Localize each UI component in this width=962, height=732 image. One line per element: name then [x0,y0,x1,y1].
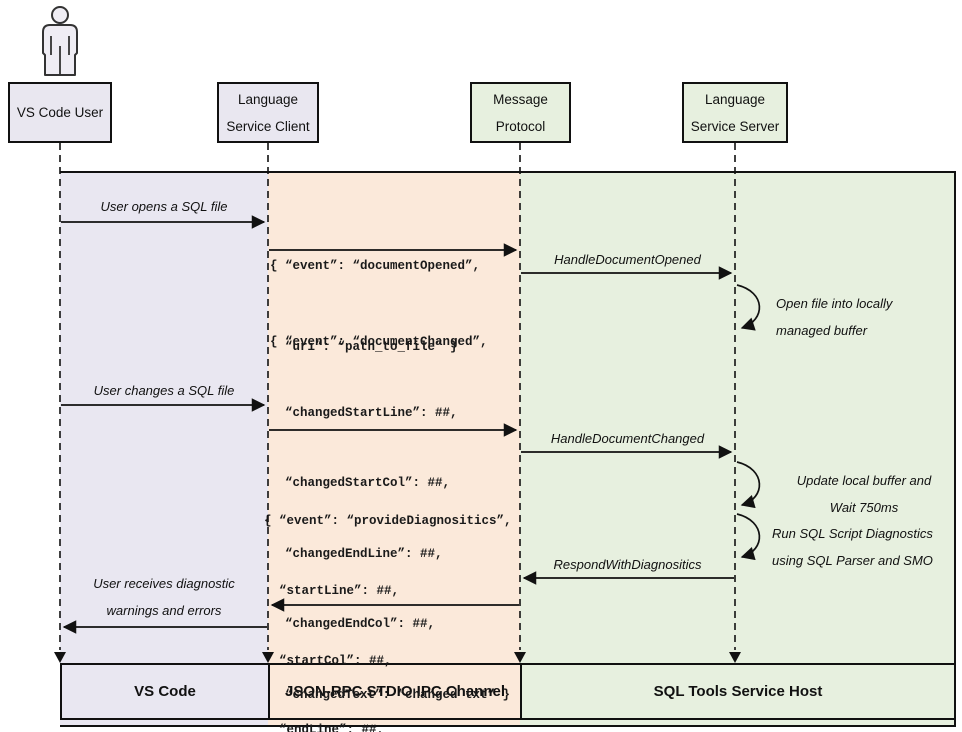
json-line: “startCol”: ##, [264,653,392,668]
lane-sql-tools-host [520,173,954,725]
user-actor-icon [42,6,78,76]
lane-vscode [60,173,268,725]
json-line: “endLine”: ##, [264,723,385,732]
json-line: “changedText”: “changed txt” } [270,687,511,702]
json-line: “changedEndCol”: ##, [270,617,436,631]
actor-label: Message [493,91,548,107]
footer-box-sql-tools-host: SQL Tools Service Host [520,663,956,720]
note-line: warnings and errors [106,603,222,618]
message-document-opened: { “event”: “documentOpened”, “uri”: “pat… [270,199,480,415]
note-line: Run SQL Script Diagnostics [772,526,933,541]
json-line: “startLine”: ##, [264,584,400,599]
label-handle-document-opened: HandleDocumentOpened [554,252,701,267]
footer-label-json-rpc-channel: JSON-RPC STDIO IPC Channel [284,683,506,700]
actor-label: Language [237,91,299,107]
message-document-changed: { “event”: “documentChanged”, “changedSt… [270,284,510,732]
json-line: “changedStartCol”: ##, [270,476,451,490]
json-line: “uri”: “path_to_file” } [270,340,458,354]
json-line: “changedEndLine”: ##, [270,546,443,561]
actor-label: Service Client [226,118,310,134]
actor-label: Service Server [690,118,780,134]
note-line: Wait 750ms [829,500,899,515]
note-line: User receives diagnostic [93,576,235,591]
json-line: { “event”: “documentOpened”, [270,259,481,273]
lane-json-rpc-channel [268,173,520,725]
note-run-sql-diagnostics: Run SQL Script Diagnostics using SQL Par… [772,520,933,574]
actor-label: Language [704,91,766,107]
swimlanes [60,171,956,727]
actor-label: VS Code User [16,105,104,120]
footer-box-vscode: VS Code [60,663,270,720]
note-update-buffer-wait: Update local buffer and Wait 750ms [768,467,960,521]
footer-label-sql-tools-host: SQL Tools Service Host [653,683,823,700]
note-line: managed buffer [776,323,868,338]
actor-label: Protocol [495,118,546,134]
note-open-file-into-buffer: Open file into locally managed buffer [776,290,892,344]
note-line: Update local buffer and [796,473,932,488]
message-provide-diagnostics: { “event”: “provideDiagnositics”, “start… [264,464,512,732]
json-line: { “event”: “provideDiagnositics”, [264,514,512,529]
json-line: “changedStartLine”: ##, [270,405,458,420]
note-line: Open file into locally [776,296,893,311]
json-line: { “event”: “documentChanged”, [270,335,488,349]
label-user-opens-sql-file: User opens a SQL file [100,199,228,214]
label-handle-document-changed: HandleDocumentChanged [550,431,705,446]
note-line: using SQL Parser and SMO [772,553,933,568]
label-respond-with-diagnostics: RespondWithDiagnositics [553,557,702,572]
label-user-changes-sql-file: User changes a SQL file [93,383,235,398]
footer-label-vscode: VS Code [134,683,196,700]
note-user-receives-diagnostics: User receives diagnostic warnings and er… [60,570,268,624]
actor-box-vscode-user: VS Code User [8,82,112,143]
